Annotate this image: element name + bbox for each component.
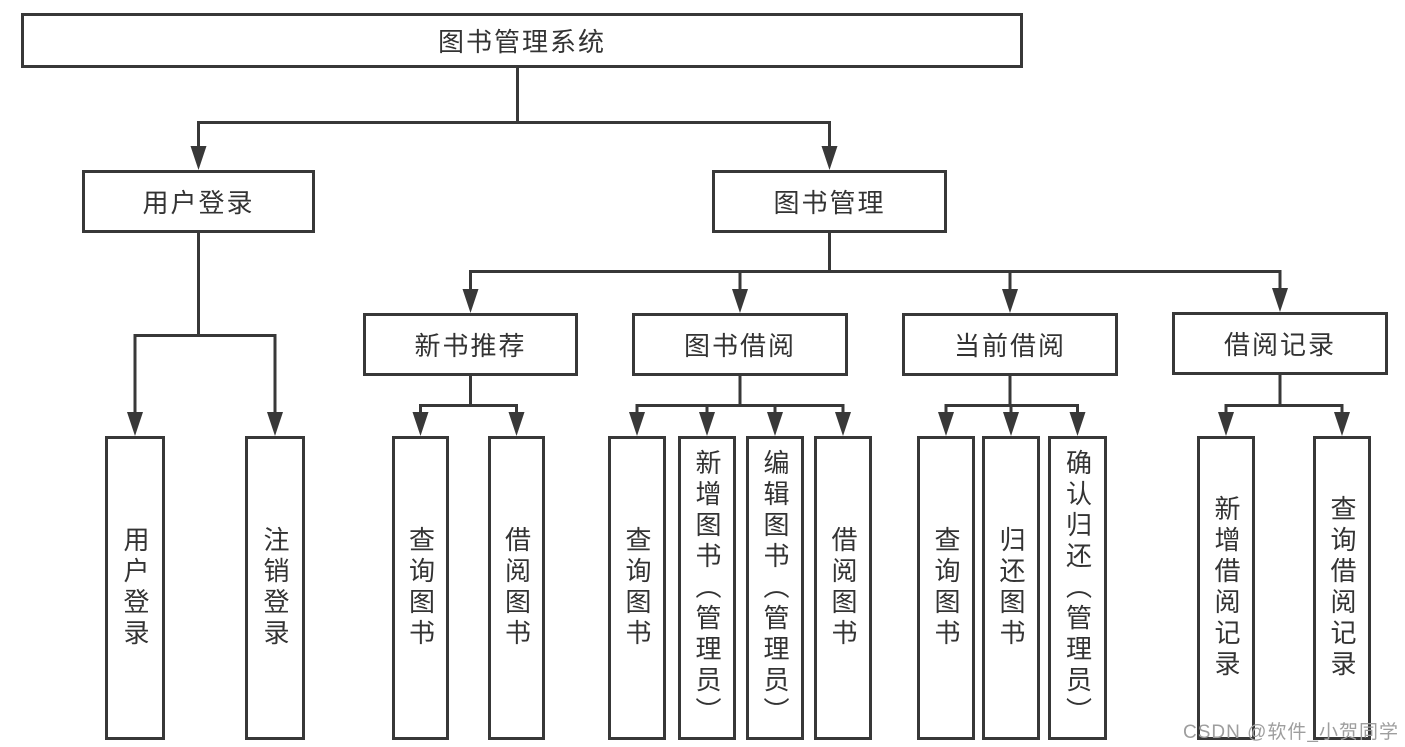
node-label: 借阅图书	[501, 526, 532, 650]
node-borrowing-records: 借阅记录	[1172, 312, 1388, 375]
leaf-borrow-book-newrec: 借阅图书	[488, 436, 545, 740]
leaf-query-book-borrow: 查询图书	[608, 436, 666, 740]
node-label: 当前借阅	[953, 331, 1066, 361]
node-user-login: 用户登录	[82, 170, 315, 233]
leaf-return-book: 归还图书	[982, 436, 1040, 740]
leaf-add-book-admin: 新增图书（管理员）	[678, 436, 736, 740]
node-current-borrowing: 当前借阅	[902, 313, 1118, 376]
node-label: 查询借阅记录	[1327, 495, 1357, 681]
leaf-query-book-current: 查询图书	[917, 436, 975, 740]
node-label: 图书管理	[773, 188, 886, 218]
node-label: 查询图书	[931, 526, 961, 650]
node-label: 用户登录	[120, 526, 150, 650]
leaf-query-book-newrec: 查询图书	[392, 436, 449, 740]
node-label: 图书管理系统	[437, 27, 606, 57]
node-label: 新增借阅记录	[1211, 495, 1241, 681]
node-label: 编辑图书（管理员）	[760, 448, 790, 728]
node-book-borrowing: 图书借阅	[632, 313, 848, 376]
node-label: 用户登录	[142, 188, 255, 218]
leaf-edit-book-admin: 编辑图书（管理员）	[746, 436, 804, 740]
node-label: 新书推荐	[414, 331, 527, 361]
node-label: 借阅图书	[828, 526, 858, 650]
node-book-management: 图书管理	[712, 170, 947, 233]
node-label: 新增图书（管理员）	[692, 448, 722, 728]
leaf-add-borrow-record: 新增借阅记录	[1197, 436, 1255, 740]
leaf-confirm-return-admin: 确认归还（管理员）	[1048, 436, 1107, 740]
leaf-borrow-book-borrow: 借阅图书	[814, 436, 872, 740]
node-library-system: 图书管理系统	[21, 13, 1023, 68]
leaf-user-login: 用户登录	[105, 436, 165, 740]
node-label: 查询图书	[405, 526, 436, 650]
node-new-book-recommendation: 新书推荐	[363, 313, 578, 376]
leaf-query-borrow-record: 查询借阅记录	[1313, 436, 1371, 740]
leaf-logout: 注销登录	[245, 436, 305, 740]
node-label: 注销登录	[260, 526, 290, 650]
node-label: 查询图书	[622, 526, 652, 650]
csdn-watermark: CSDN @软件_小贺同学	[1183, 722, 1399, 743]
node-label: 图书借阅	[683, 331, 796, 361]
node-label: 归还图书	[996, 526, 1026, 650]
node-label: 借阅记录	[1223, 330, 1336, 360]
node-label: 确认归还（管理员）	[1062, 448, 1093, 728]
